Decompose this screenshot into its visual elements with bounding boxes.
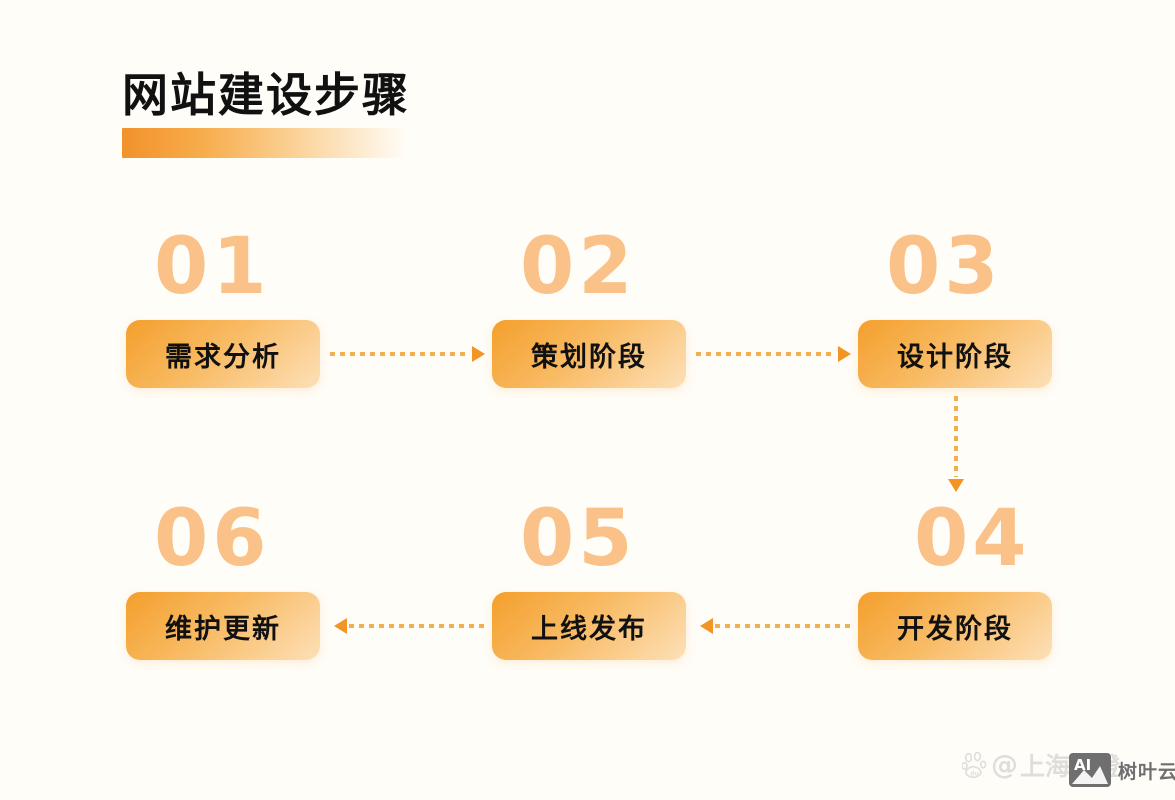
step-number-06: 06 — [154, 494, 271, 584]
baidu-paw-icon: du — [962, 752, 987, 778]
step-number-05: 05 — [520, 494, 637, 584]
page-title-group: 网站建设步骤 — [122, 68, 410, 158]
step-item-03[interactable]: 03 设计阶段 — [858, 228, 1058, 390]
step-number-02: 02 — [520, 222, 637, 312]
arrow-right-icon — [472, 346, 485, 362]
step-label-03: 设计阶段 — [897, 341, 1013, 373]
step-label-06: 维护更新 — [165, 613, 281, 645]
connector-02-to-03 — [696, 346, 851, 362]
arrow-left-icon — [700, 618, 713, 634]
connector-03-to-04 — [948, 396, 964, 492]
brand-watermark: AI 树叶云 — [1069, 753, 1175, 787]
step-number-04: 04 — [914, 494, 1031, 584]
arrow-left-icon — [334, 618, 347, 634]
arrow-down-icon — [948, 479, 964, 492]
step-box-04[interactable]: 开发阶段 — [858, 592, 1052, 660]
svg-text:du: du — [970, 771, 979, 778]
mountain-glyph — [1072, 766, 1108, 784]
connector-dots-vertical — [954, 396, 958, 477]
step-number-01: 01 — [154, 222, 271, 312]
connector-dots — [349, 624, 486, 628]
page-title: 网站建设步骤 — [122, 68, 410, 122]
step-label-01: 需求分析 — [165, 341, 281, 373]
step-label-05: 上线发布 — [531, 613, 647, 645]
connector-dots — [715, 624, 852, 628]
step-box-05[interactable]: 上线发布 — [492, 592, 686, 660]
connector-05-to-06 — [334, 618, 486, 634]
step-label-02: 策划阶段 — [531, 341, 647, 373]
step-item-01[interactable]: 01 需求分析 — [126, 228, 326, 390]
step-box-06[interactable]: 维护更新 — [126, 592, 320, 660]
connector-04-to-05 — [700, 618, 852, 634]
step-box-02[interactable]: 策划阶段 — [492, 320, 686, 388]
at-symbol: @ — [991, 749, 1018, 781]
step-item-04[interactable]: 04 开发阶段 — [858, 500, 1058, 662]
step-number-03: 03 — [886, 222, 1003, 312]
step-box-03[interactable]: 设计阶段 — [858, 320, 1052, 388]
connector-01-to-02 — [330, 346, 485, 362]
arrow-right-icon — [838, 346, 851, 362]
ai-image-icon: AI — [1069, 753, 1111, 787]
step-label-04: 开发阶段 — [897, 613, 1013, 645]
title-underline-bar — [122, 128, 407, 158]
ai-icon-label: AI — [1074, 756, 1092, 774]
step-item-05[interactable]: 05 上线发布 — [492, 500, 692, 662]
connector-dots — [330, 352, 470, 356]
step-box-01[interactable]: 需求分析 — [126, 320, 320, 388]
brand-name: 树叶云 — [1118, 760, 1175, 783]
connector-dots — [696, 352, 836, 356]
step-item-06[interactable]: 06 维护更新 — [126, 500, 326, 662]
step-item-02[interactable]: 02 策划阶段 — [492, 228, 692, 390]
